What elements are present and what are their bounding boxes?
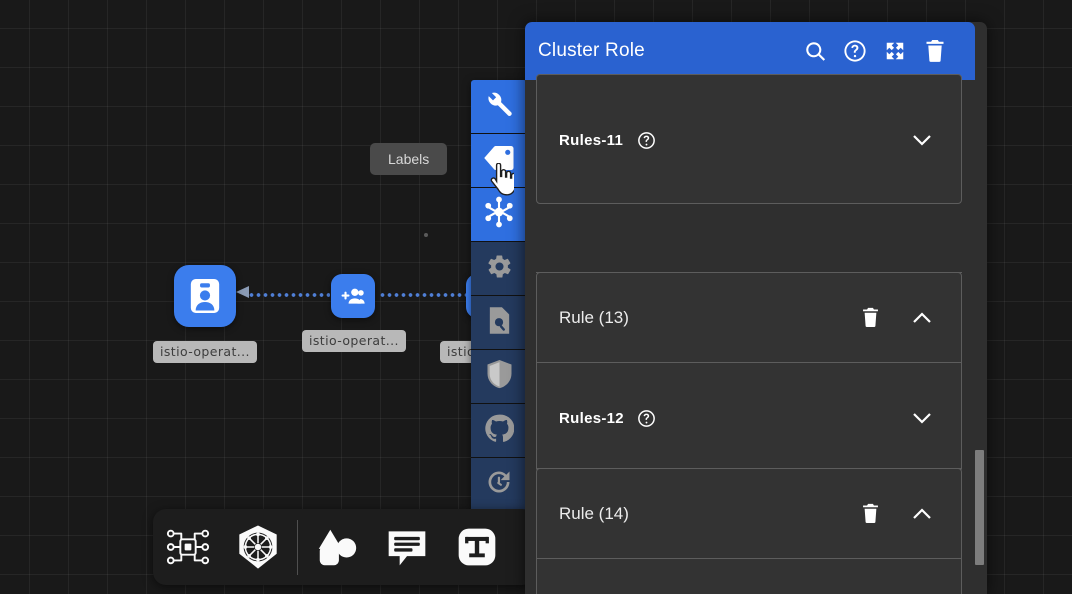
page-title: Cluster Role [538, 40, 645, 61]
toolbar-item-security[interactable] [471, 350, 527, 404]
labels-tooltip: Labels [370, 143, 448, 175]
chevron-down-icon[interactable] [905, 126, 939, 154]
expand-icon [884, 40, 906, 62]
expand-button[interactable] [875, 31, 915, 71]
canvas-dot [424, 233, 428, 237]
add-group-icon [341, 286, 365, 306]
help-icon [843, 39, 867, 63]
graph-node-label: istio-operat... [153, 341, 257, 363]
rule-card[interactable]: Rule (13) Rules-12 [536, 272, 962, 472]
gear-icon [486, 253, 513, 285]
toolbar-item-text[interactable] [442, 509, 512, 585]
graph-node-service-account[interactable] [174, 265, 236, 327]
delete-icon[interactable] [857, 305, 883, 331]
id-badge-icon [188, 277, 222, 315]
toolbar-item-kubernetes[interactable] [223, 509, 293, 585]
toolbar-divider [297, 519, 298, 575]
github-icon [484, 414, 514, 448]
search-icon [804, 40, 827, 63]
scrollbar-thumb[interactable] [975, 450, 984, 565]
toolbar-item-topology[interactable] [471, 188, 527, 242]
graph-edge [379, 293, 469, 297]
help-icon[interactable] [633, 127, 659, 153]
toolbar-item-circuit[interactable] [153, 509, 223, 585]
toolbar-item-github[interactable] [471, 404, 527, 458]
graph-node-label: istio-operat... [302, 330, 406, 352]
circuit-node-icon [165, 524, 211, 570]
topology-icon [483, 196, 515, 233]
toolbar-item-comment[interactable] [372, 509, 442, 585]
chevron-up-icon[interactable] [905, 500, 939, 528]
kubernetes-helm-icon [235, 524, 281, 570]
panel-header: Cluster Role [525, 22, 975, 80]
rules-label: Rules-12 [559, 409, 624, 427]
wrench-icon [484, 89, 514, 124]
rule-label: Rule (13) [559, 307, 629, 327]
toolbar-item-wrench[interactable] [471, 80, 527, 134]
tag-icon [483, 143, 515, 178]
panel-body[interactable]: Rules-11 Rule (13) [525, 74, 987, 594]
help-button[interactable] [835, 31, 875, 71]
comment-icon [385, 525, 429, 569]
graph-edge [248, 293, 330, 297]
rules-label: Rules-11 [559, 131, 624, 149]
shapes-icon [314, 524, 360, 570]
toolbar-item-labels[interactable] [471, 134, 527, 188]
history-icon [485, 468, 513, 501]
chevron-down-icon[interactable] [905, 404, 939, 432]
bottom-toolbar[interactable] [153, 509, 535, 585]
chevron-up-icon[interactable] [905, 304, 939, 332]
shield-icon [486, 359, 513, 394]
edge-arrow-head [236, 286, 249, 298]
toolbar-item-inspect[interactable] [471, 296, 527, 350]
help-icon[interactable] [634, 405, 660, 431]
graph-node-role-binding[interactable] [331, 274, 375, 318]
delete-icon [924, 39, 946, 63]
toolbar-item-history[interactable] [471, 458, 527, 512]
canvas-side-toolbar[interactable] [471, 80, 527, 512]
vertical-scrollbar[interactable] [975, 80, 984, 594]
toolbar-item-settings[interactable] [471, 242, 527, 296]
text-tool-icon [455, 525, 499, 569]
toolbar-item-shapes[interactable] [302, 509, 372, 585]
search-button[interactable] [795, 31, 835, 71]
rule-card[interactable]: Rule (14) Rules-13 [536, 468, 962, 594]
delete-icon[interactable] [857, 501, 883, 527]
rule-label: Rule (14) [559, 503, 629, 523]
delete-button[interactable] [915, 31, 955, 71]
document-search-icon [486, 306, 513, 340]
rules-card[interactable]: Rules-11 [536, 74, 962, 204]
cluster-role-panel: Cluster Role [525, 22, 987, 594]
